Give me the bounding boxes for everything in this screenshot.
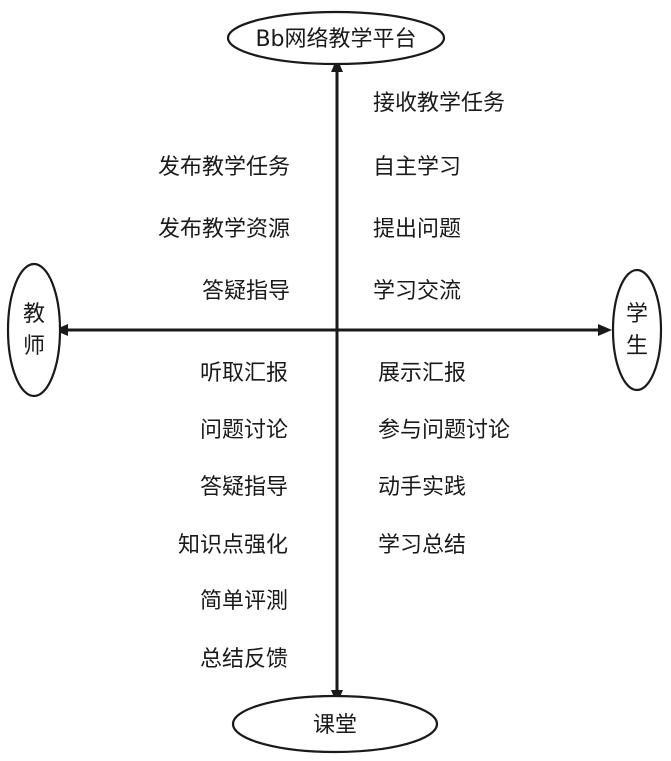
top-node: Bb网络教学平台 (226, 10, 446, 66)
teacher-class-item: 简单评測 (200, 589, 288, 614)
arrow-right-icon (598, 324, 612, 336)
student-class-item: 参与问题讨论 (378, 418, 510, 443)
teacher-online-item: 答疑指导 (202, 279, 290, 304)
left-node-char-1: 教 (23, 302, 45, 327)
student-class-item: 学习总结 (378, 533, 466, 558)
right-node-char-1: 学 (626, 302, 648, 327)
left-node-char-2: 师 (23, 334, 45, 359)
teacher-online-list: 发布教学任务 发布教学资源 答疑指导 (158, 155, 290, 304)
bottom-node-label: 课堂 (313, 713, 357, 738)
teacher-online-item: 发布教学任务 (158, 155, 290, 180)
teacher-class-item: 知识点强化 (178, 533, 288, 558)
teacher-class-list: 听取汇报 问题讨论 答疑指导 知识点强化 简单评測 总结反馈 (178, 361, 288, 672)
right-node-char-2: 生 (626, 334, 648, 359)
teacher-class-item: 答疑指导 (200, 475, 288, 500)
right-node-ellipse (611, 268, 663, 392)
teacher-class-item: 总结反馈 (200, 647, 288, 672)
student-class-list: 展示汇报 参与问题讨论 动手实践 学习总结 (378, 361, 510, 558)
right-node: 学 生 (611, 268, 663, 392)
student-class-item: 动手实践 (378, 475, 466, 500)
teacher-class-item: 问题讨论 (200, 418, 288, 443)
student-class-item: 展示汇报 (378, 361, 466, 386)
top-node-label: Bb网络教学平台 (255, 27, 416, 52)
top-node-ellipse (226, 10, 446, 66)
student-online-list: 接收教学任务 自主学习 提出问题 学习交流 (373, 91, 505, 304)
bottom-node: 课堂 (231, 694, 439, 754)
student-online-item: 学习交流 (373, 279, 461, 304)
teacher-class-item: 听取汇报 (200, 361, 288, 386)
student-online-item: 提出问题 (373, 217, 461, 242)
student-online-item: 自主学习 (373, 155, 461, 180)
left-node-ellipse (6, 262, 62, 398)
left-node: 教 师 (6, 262, 62, 398)
teacher-online-item: 发布教学资源 (158, 217, 290, 242)
student-online-item: 接收教学任务 (373, 91, 505, 116)
bottom-node-ellipse (231, 694, 439, 754)
